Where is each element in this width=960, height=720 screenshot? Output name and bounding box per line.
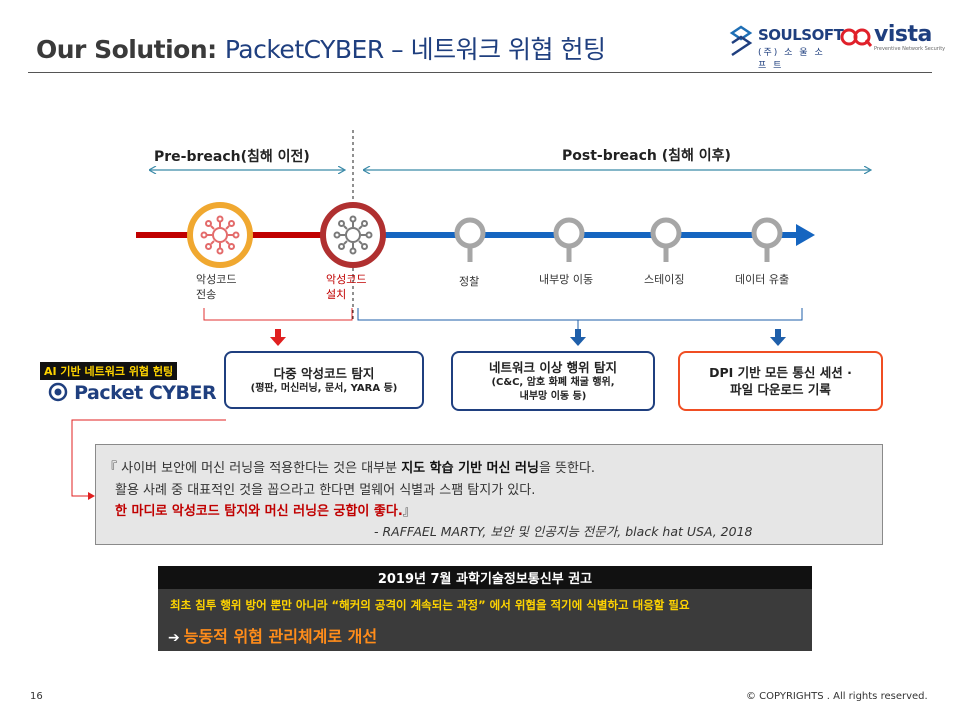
malware-detection-title: 다중 악성코드 탐지 [273, 365, 375, 381]
dpi-title-line1: DPI 기반 모든 통신 세션 · [709, 365, 852, 380]
down-arrow-red [270, 329, 286, 346]
quote-line-1-pre: 『 사이버 보안에 머신 러닝을 적용한다는 것은 대부분 [104, 461, 402, 476]
pin-icon [553, 217, 585, 262]
virus-icon [187, 202, 253, 268]
recommendation-header: 2019년 7월 과학기술정보통신부 권고 [158, 566, 812, 589]
stage-label-recon: 정찰 [459, 275, 480, 288]
pin-icon [751, 217, 783, 262]
anomaly-detection-sub2: 내부망 이동 등) [519, 390, 587, 402]
malware-detection-sub: (평판, 머신러닝, 문서, YARA 등) [250, 382, 398, 394]
quote-box: 『 사이버 보안에 머신 러닝을 적용한다는 것은 대부분 지도 학습 기반 머… [95, 444, 883, 545]
recommendation-body: 최초 침투 행위 방어 뿐만 아니라 “해커의 공격이 계속되는 과정” 에서 … [158, 589, 812, 651]
soulsoft-mark-icon [729, 25, 753, 57]
post-breach-label: Post-breach (침해 이후) [562, 148, 731, 164]
post-bracket [357, 308, 803, 321]
quote-line-1: 『 사이버 보안에 머신 러닝을 적용한다는 것은 대부분 지도 학습 기반 머… [104, 457, 595, 476]
quote-line-3-text: 한 마디로 악성코드 탐지와 머신 러닝은 궁합이 좋다. [115, 504, 403, 519]
packet-cyber-mark-icon [48, 382, 68, 402]
vista-mark-icon [840, 28, 872, 47]
recommendation-line-1: 최초 침투 행위 방어 뿐만 아니라 “해커의 공격이 계속되는 과정” 에서 … [170, 598, 690, 612]
stage-label-staging: 스테이징 [644, 273, 685, 286]
down-arrow-blue [770, 329, 786, 346]
soulsoft-logo: SOULSOFT (주) 소 울 소 프 트 [728, 24, 844, 71]
timeline-diagram [136, 130, 960, 346]
title-prefix: Our Solution: [36, 35, 225, 64]
dpi-title-line2: 파일 다운로드 기록 [730, 382, 831, 397]
anomaly-detection-box: 네트워크 이상 행위 탐지 (C&C, 암호 화폐 채굴 행위, 내부망 이동 … [451, 351, 655, 411]
quote-attribution: - RAFFAEL MARTY, 보안 및 인공지능 전문가, black ha… [374, 524, 753, 539]
malware-detection-box: 다중 악성코드 탐지 (평판, 머신러닝, 문서, YARA 등) [224, 351, 424, 409]
quote-line-1-post: 을 뜻한다. [538, 461, 596, 476]
pre-bracket [203, 308, 353, 321]
copyright: © COPYRIGHTS . All rights reserved. [746, 691, 928, 702]
timeline-arrowhead [796, 224, 815, 246]
dpi-recording-box: DPI 기반 모든 통신 세션 · 파일 다운로드 기록 [678, 351, 883, 411]
quote-line-2: 활용 사례 중 대표적인 것을 꼽으라고 한다면 멀웨어 식별과 스팸 탐지가 … [115, 483, 536, 498]
vista-logo: vista Preventive Network Security [840, 22, 945, 54]
stage-label-delivery: 악성코드 전송 [196, 273, 237, 301]
quote-connector [71, 419, 226, 500]
pre-breach-label: Pre-breach(침해 이전) [154, 149, 310, 165]
recommendation-line-2: ➔능동적 위협 관리체계로 개선 [168, 623, 377, 647]
anomaly-detection-sub1: (C&C, 암호 화폐 채굴 행위, [491, 376, 615, 388]
anomaly-detection-title: 네트워크 이상 행위 탐지 [488, 359, 618, 375]
packet-cyber-logo: Packet CYBER [48, 382, 217, 404]
page-number: 16 [30, 691, 43, 702]
quote-line-1-bold: 지도 학습 기반 머신 러닝 [401, 461, 539, 476]
vista-sub: Preventive Network Security [874, 46, 946, 52]
quote-line-3: 한 마디로 악성코드 탐지와 머신 러닝은 궁합이 좋다.』 [115, 500, 416, 519]
pin-icon [650, 217, 682, 262]
down-arrow-blue [570, 320, 586, 346]
stage-label-exfil: 데이터 유출 [735, 273, 790, 286]
virus-icon [320, 202, 386, 268]
recommendation-line-2-text: 능동적 위협 관리체계로 개선 [183, 627, 378, 646]
vista-name: vista [874, 22, 932, 47]
title-divider [28, 72, 932, 73]
soulsoft-sub: (주) 소 울 소 프 트 [758, 48, 825, 71]
arrow-right-icon: ➔ [168, 630, 180, 646]
quote-close-mark: 』 [402, 504, 416, 519]
stage-label-install: 악성코드 설치 [326, 273, 367, 301]
packet-cyber-logo-text: Packet CYBER [74, 382, 217, 404]
ai-threat-hunting-badge: AI 기반 네트워크 위협 헌팅 [40, 362, 178, 380]
soulsoft-name: SOULSOFT [758, 26, 844, 44]
page-title: Our Solution: PacketCYBER – 네트워크 위협 헌팅 [36, 30, 606, 66]
title-accent: PacketCYBER – 네트워크 위협 헌팅 [224, 35, 606, 64]
stage-label-lateral: 내부망 이동 [539, 273, 594, 286]
pin-icon [454, 217, 486, 262]
